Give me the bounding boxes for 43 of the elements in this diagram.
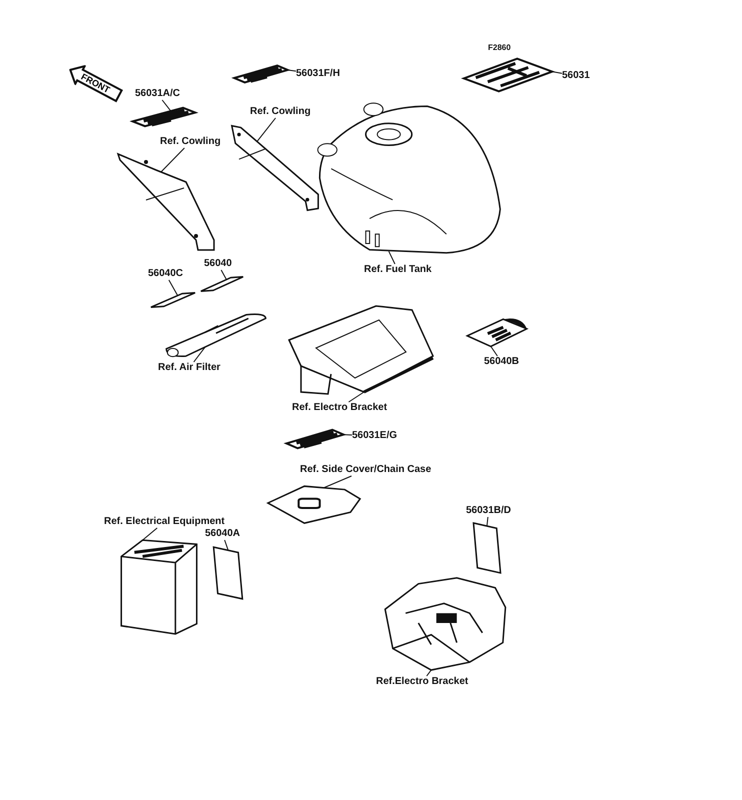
leader-line [348,392,364,402]
leader-line [552,71,562,74]
reference-label: Ref. Fuel Tank [364,264,432,276]
part-number: 56031 [562,70,590,82]
decal-drawing [232,64,290,84]
reference-label: Ref. Air Filter [158,362,220,374]
decal-drawing [130,106,198,128]
decal-drawing [472,522,502,574]
cowling-drawing [230,124,320,212]
reference-label: Ref.Electro Bracket [376,676,468,688]
part-number: 56040 [204,258,232,270]
reference-label: Ref. Electro Bracket [292,402,388,414]
decal-drawing [462,58,554,92]
leader-line [256,118,276,142]
part-number: 56031A/C [135,88,180,100]
part-number: 56031B/D [466,505,512,517]
leader-line [486,516,488,526]
cowling-drawing [116,152,216,252]
reference-label: Ref. Side Cover/Chain Case [300,464,432,476]
decal-drawing [284,428,346,450]
leader-line [160,148,185,172]
reference-label: Ref. Cowling [160,136,221,148]
decal-drawing [466,316,528,348]
leader-line [193,346,206,362]
leader-line [224,540,228,550]
leader-line [168,280,178,296]
leader-line [142,528,158,541]
part-number: 56040A [205,528,240,540]
leader-line [490,346,498,356]
reference-label: Ref. Electrical Equipment [104,516,225,528]
figure-code: F2860 [488,42,511,54]
part-number: 56031E/G [352,430,398,442]
reference-label: Ref. Cowling [250,106,311,118]
leader-line [323,476,352,488]
part-number: 56040B [484,356,520,368]
decal-drawing [200,276,244,292]
part-number: 56040C [148,268,184,280]
decal-drawing [212,546,244,600]
leader-line [388,250,396,264]
part-number: 56031F/H [296,68,340,80]
leader-line [162,100,172,112]
decal-drawing [150,292,196,308]
leader-line [220,270,227,280]
